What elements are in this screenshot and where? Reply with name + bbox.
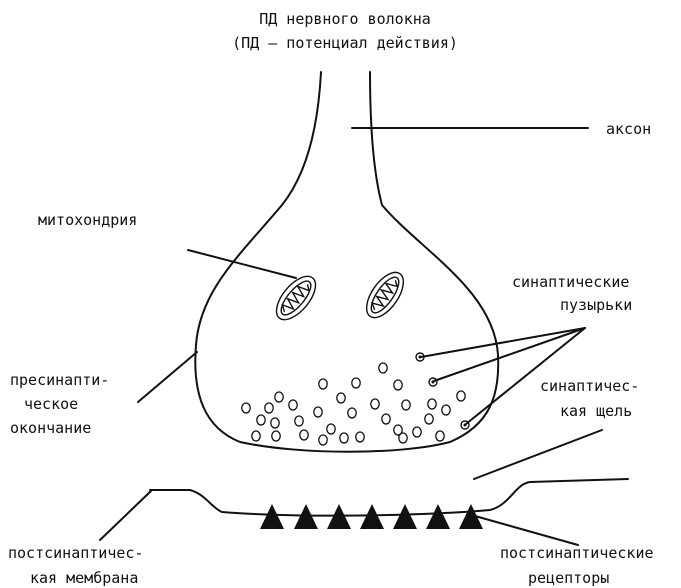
triangle-receptor-icon <box>393 504 417 529</box>
vesicle-icon <box>379 363 387 373</box>
label-axon: аксон <box>606 120 651 138</box>
vesicle-icon <box>289 400 297 410</box>
vesicle-icon <box>399 433 407 443</box>
vesicle-group <box>242 353 469 445</box>
vesicle-icon <box>314 407 322 417</box>
label-receptors-line-2: рецепторы <box>528 569 609 587</box>
leader-line-receptors <box>475 516 578 545</box>
vesicle-icon <box>265 403 273 413</box>
label-receptors-line-1: постсинаптические <box>500 544 654 562</box>
vesicle-icon <box>337 393 345 403</box>
vesicle-icon <box>356 432 364 442</box>
label-presynaptic-line-3: окончание <box>10 419 91 437</box>
vesicle-icon <box>402 400 410 410</box>
vesicle-icon <box>327 424 335 434</box>
leader-line-vesicle-1 <box>421 328 585 357</box>
vesicle-icon <box>428 399 436 409</box>
triangle-receptor-icon <box>260 504 284 529</box>
vesicle-icon <box>352 378 360 388</box>
label-vesicles-line-1: синаптические <box>512 273 629 291</box>
mitochondrion-icon <box>359 266 410 324</box>
label-presynaptic-line-1: пресинапти- <box>10 371 109 389</box>
leader-line-presynaptic <box>138 352 197 402</box>
vesicle-icon <box>319 379 327 389</box>
leader-line-mitochondria <box>188 250 296 278</box>
postsynaptic-membrane <box>150 479 628 516</box>
vesicle-icon <box>319 435 327 445</box>
vesicle-icon <box>413 427 421 437</box>
vesicle-icon <box>275 392 283 402</box>
label-membrane-line-2: кая мембрана <box>30 569 138 587</box>
triangle-receptor-icon <box>360 504 384 529</box>
title-line-1: ПД нервного волокна <box>259 10 431 28</box>
vesicle-icon <box>457 391 465 401</box>
vesicle-icon <box>242 403 250 413</box>
vesicle-icon <box>371 399 379 409</box>
vesicle-icon <box>348 408 356 418</box>
triangle-receptor-icon <box>426 504 450 529</box>
vesicle-icon <box>271 418 279 428</box>
vesicle-icon <box>382 414 390 424</box>
leader-line-cleft <box>474 430 602 479</box>
vesicle-icon <box>295 416 303 426</box>
receptor-group <box>260 504 483 529</box>
label-mitochondria: митохондрия <box>38 211 137 229</box>
vesicle-icon <box>394 380 402 390</box>
label-cleft-line-2: кая щель <box>560 402 632 420</box>
label-presynaptic-line-2: ческое <box>24 395 78 413</box>
vesicle-icon <box>425 414 433 424</box>
leader-line-vesicle-2 <box>434 328 585 381</box>
label-vesicles-line-2: пузырьки <box>560 296 632 314</box>
leader-line-membrane <box>100 490 152 540</box>
title-line-2: (ПД — потенциал действия) <box>232 34 458 52</box>
vesicle-icon <box>272 431 280 441</box>
label-cleft-line-1: синаптичес- <box>540 377 639 395</box>
vesicle-icon <box>300 430 308 440</box>
vesicle-icon <box>442 405 450 415</box>
vesicle-icon <box>257 415 265 425</box>
label-membrane-line-1: постсинаптичес- <box>8 544 143 562</box>
vesicle-icon <box>252 431 260 441</box>
vesicle-icon <box>340 433 348 443</box>
vesicle-icon <box>436 431 444 441</box>
